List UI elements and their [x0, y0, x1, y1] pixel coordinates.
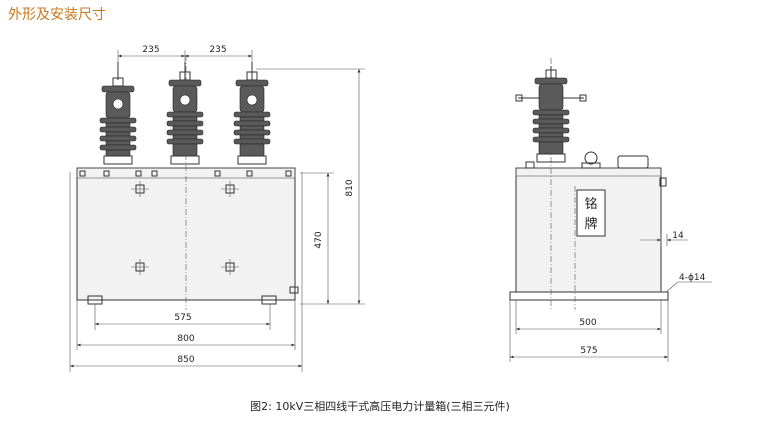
dim-500: 500 [579, 318, 596, 328]
nameplate-line2: 牌 [584, 216, 597, 232]
face-fixings [131, 181, 239, 275]
section-title: 外形及安装尺寸 [8, 7, 106, 23]
insulator-left [99, 62, 137, 165]
insulator-side [515, 66, 587, 163]
dim-vertical: 810 470 [256, 68, 365, 305]
side-view: 铭 牌 [509, 58, 712, 362]
nameplate-line1: 铭 [584, 197, 597, 212]
top-bolts [79, 170, 292, 177]
dim-holes: 4-ϕ14 [679, 273, 706, 283]
dim-575-side: 575 [580, 346, 597, 356]
dim-horizontal: 575 800 850 [69, 172, 303, 372]
nameplate [576, 189, 606, 237]
insulator-middle [166, 62, 204, 165]
dim-holes-group: 4-ϕ14 [665, 273, 712, 293]
dim-470: 470 [314, 231, 324, 248]
dim-14-group: 14 [640, 231, 688, 246]
dim-810: 810 [345, 179, 355, 196]
dim-235-left: 235 [142, 45, 159, 55]
dim-14: 14 [672, 231, 684, 241]
side-base [509, 291, 669, 301]
dim-800: 800 [177, 334, 194, 344]
insulator-right [233, 62, 271, 165]
dim-235-right: 235 [209, 45, 226, 55]
dim-575-side-group: 575 [509, 300, 669, 362]
dim-850: 850 [177, 355, 194, 365]
right-foot [261, 295, 277, 305]
dim-500-group: 500 [515, 300, 662, 334]
front-view: 235 235 810 470 575 800 850 [69, 45, 365, 372]
figure-caption: 图2: 10kV三相四线干式高压电力计量箱(三相三元件) [250, 400, 510, 413]
dim-top: 235 235 [117, 45, 253, 62]
dim-575-front: 575 [174, 313, 191, 323]
